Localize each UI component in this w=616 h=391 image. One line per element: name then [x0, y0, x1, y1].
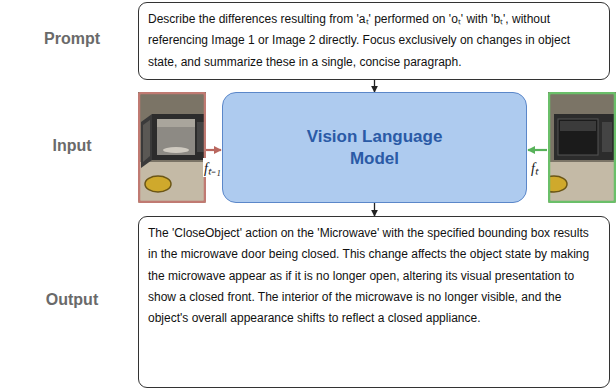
row-label: Prompt	[22, 30, 122, 48]
flow-arrow	[374, 203, 375, 216]
paragraph-text: The 'CloseObject' action on the 'Microwa…	[148, 223, 600, 329]
frame-image-after	[548, 92, 616, 203]
prompt-box: Describe the differences resulting from …	[138, 2, 610, 80]
row-label: Input	[22, 137, 122, 155]
flow-arrow	[374, 80, 375, 92]
row-label: Output	[22, 291, 122, 309]
frame-arrow	[206, 149, 221, 151]
output-box: The 'CloseObject' action on the 'Microwa…	[138, 216, 610, 388]
frame-image-before	[138, 92, 206, 203]
frame-symbol: fₜ	[530, 158, 539, 177]
paragraph-text: Describe the differences resulting from …	[148, 9, 600, 73]
frame-symbol: fₜ₋₁	[203, 158, 222, 177]
frame-arrow	[528, 149, 547, 151]
model-name: Vision Language Model	[295, 126, 455, 170]
model-box: Vision Language Model	[222, 92, 527, 203]
